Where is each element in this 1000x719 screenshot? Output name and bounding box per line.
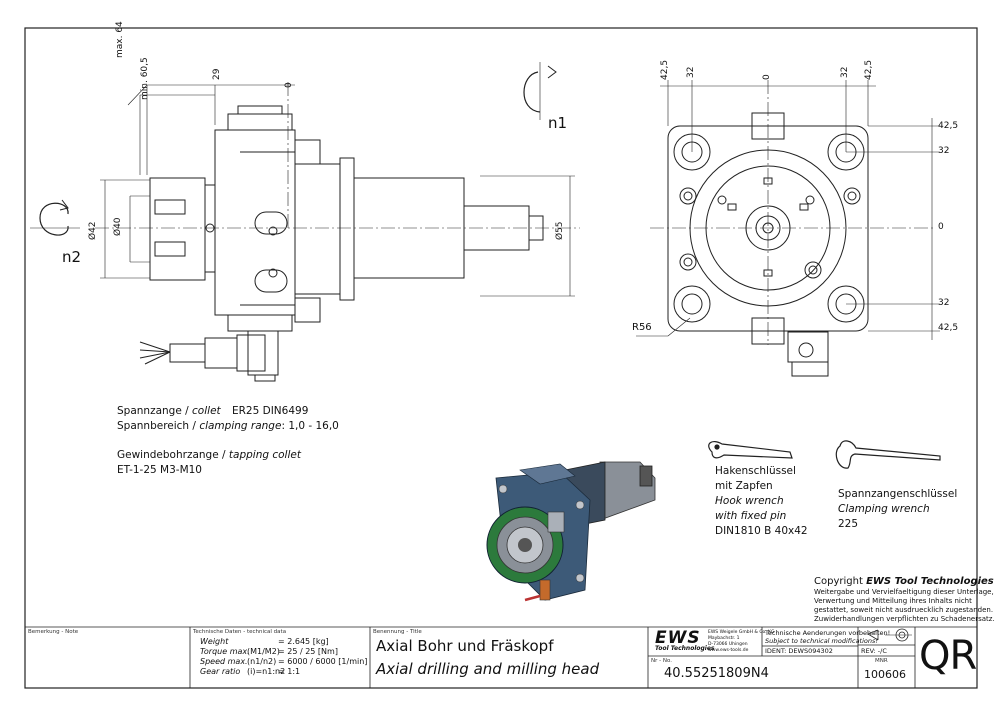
qr-code-label: QR <box>919 633 977 679</box>
speed-label: Speed max. <box>200 657 248 666</box>
clamping-range-spec: Spannbereich / clamping range: 1,0 - 16,… <box>117 420 339 432</box>
company-line-4: www.ews-tools.de <box>708 648 749 653</box>
hook-wrench-en2: with fixed pin <box>715 510 787 522</box>
weight-label: Weight <box>200 637 229 646</box>
torque-sub: (M1/M2) <box>247 647 280 656</box>
modification-note-de: Technische Aenderungen vorbehalten! <box>765 629 891 637</box>
dim-min605: min. 60,5 <box>140 57 150 100</box>
clamping-wrench-en: Clamping wrench <box>838 503 930 515</box>
dim-top-425-right: 42,5 <box>864 59 874 80</box>
part-number: 40.55251809N4 <box>664 666 769 681</box>
number-label: Nr - No. <box>651 658 672 664</box>
dim-29: 29 <box>212 68 222 80</box>
dim-top-32-right: 32 <box>840 66 850 78</box>
dim-max64: max. 64 <box>115 21 125 58</box>
isometric-render <box>486 461 656 602</box>
weight-value: = 2.645 [kg] <box>278 637 329 646</box>
dim-right-0: 0 <box>938 222 944 232</box>
ident-number: IDENT: DEWS094302 <box>765 647 833 655</box>
mnr-number: 100606 <box>864 668 906 681</box>
hook-wrench-icon <box>708 440 793 459</box>
copyright-heading: Copyright EWS Tool Technologies <box>814 576 994 587</box>
side-view <box>30 62 580 382</box>
hook-wrench-de1: Hakenschlüssel <box>715 465 796 477</box>
dim-d42: Ø42 <box>88 221 98 240</box>
copyright-line-3: gestattet, soweit nicht ausdruecklich zu… <box>814 606 994 614</box>
copyright-line-1: Weitergabe und Vervielfaeltigung dieser … <box>814 588 994 596</box>
dim-top-32-left: 32 <box>686 66 696 78</box>
ews-logo-text: EWS <box>655 628 701 648</box>
ratio-label: Gear ratio <box>200 667 241 676</box>
dim-d40: Ø40 <box>113 217 123 236</box>
torque-value: = 25 / 25 [Nm] <box>278 647 338 656</box>
label-n2: n2 <box>62 248 82 266</box>
speed-value: = 6000 / 6000 [1/min] <box>278 657 368 666</box>
title-de: Axial Bohr und Fräskopf <box>376 637 554 655</box>
tapping-collet-spec: Gewindebohrzange / tapping collet <box>117 449 301 461</box>
torque-label: Torque max. <box>200 647 250 656</box>
clamping-wrench-size: 225 <box>838 518 859 530</box>
hook-wrench-spec: DIN1810 B 40x42 <box>715 525 808 537</box>
modification-note-en: Subject to technical modifications! <box>765 637 878 645</box>
dim-top-0: 0 <box>762 74 772 80</box>
copyright-line-2: Verwertung und Mitteilung ihres Inhalts … <box>814 597 972 605</box>
dim-right-32-top: 32 <box>938 146 950 156</box>
company-line-1: EWS Weigele GmbH & Co. KG <box>708 630 775 635</box>
ratio-sub: (i)=n1:n2 <box>247 667 286 676</box>
dim-top-425-left: 42,5 <box>660 59 670 80</box>
revision: REV: -/C <box>861 647 887 655</box>
dim-d55: Ø55 <box>555 221 565 240</box>
dim-right-32-bottom: 32 <box>938 298 950 308</box>
company-line-3: D-73066 Uhingen <box>708 642 748 647</box>
remark-label: Bemerkung - Note <box>28 629 79 635</box>
dim-zero-side: 0 <box>284 82 294 88</box>
clamping-wrench-de: Spannzangenschlüssel <box>838 488 958 500</box>
tech-data-label: Technische Daten - technical data <box>193 629 287 635</box>
dim-right-425-bottom: 42,5 <box>938 323 959 333</box>
collet-spec: Spannzange / collet ER25 DIN6499 <box>117 405 309 417</box>
label-n1: n1 <box>548 114 568 132</box>
dim-r56: R56 <box>632 322 652 333</box>
hook-wrench-de2: mit Zapfen <box>715 480 773 492</box>
title-block-lines <box>25 626 977 688</box>
copyright-line-4: Zuwiderhandlungen verpflichten zu Schade… <box>814 615 995 623</box>
mnr-label: MNR <box>875 658 888 664</box>
company-line-2: Maybachstr. 1 <box>708 636 740 641</box>
sheet-border <box>24 27 978 689</box>
speed-sub: (n1/n2) <box>247 657 277 666</box>
ews-logo-sub: Tool Technologies <box>655 645 715 652</box>
title-en: Axial drilling and milling head <box>376 660 600 678</box>
hook-wrench-en1: Hook wrench <box>715 495 784 507</box>
clamping-wrench-icon <box>835 440 941 469</box>
ratio-value: = 1:1 <box>278 667 301 676</box>
ews-logo <box>655 631 705 645</box>
tapping-collet-value: ET-1-25 M3-M10 <box>117 464 202 476</box>
dim-right-425-top: 42,5 <box>938 121 959 131</box>
title-label: Benennung - Title <box>373 629 422 635</box>
front-view <box>636 80 940 377</box>
